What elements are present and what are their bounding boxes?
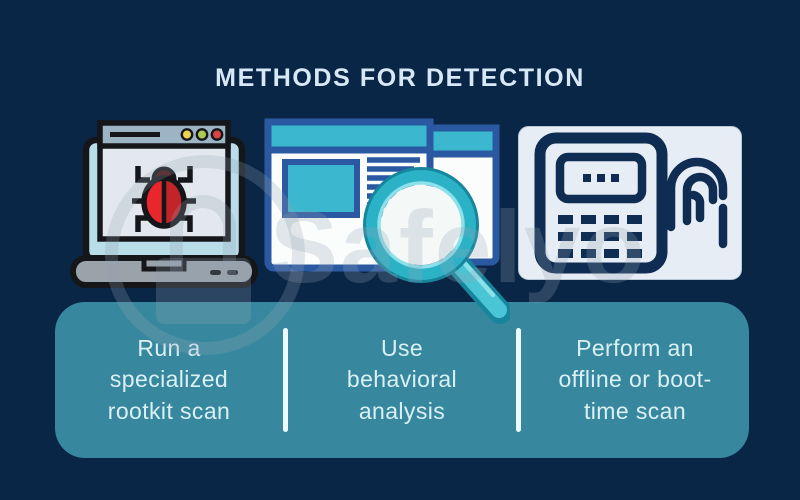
keypad-icon	[534, 132, 668, 274]
laptop-rootkit-scan-icon	[70, 120, 258, 288]
bug-icon	[132, 166, 196, 232]
keypad-fingerprint-icon	[518, 126, 742, 280]
method-line: analysis	[358, 397, 446, 424]
method-line: specialized	[109, 366, 229, 393]
method-behavioral-analysis: Use behavioral analysis	[288, 302, 516, 458]
page-title: METHODS FOR DETECTION	[215, 64, 585, 92]
method-line: Run a	[137, 334, 201, 361]
method-line: rootkit scan	[107, 397, 231, 424]
magnifier-icon	[363, 167, 510, 324]
method-line: Perform an	[576, 334, 694, 361]
divider	[283, 328, 288, 432]
method-line: time scan	[583, 397, 687, 424]
browser-magnifier-icon	[264, 118, 510, 324]
method-line: Use	[380, 334, 424, 361]
divider	[516, 328, 521, 432]
method-rootkit-scan: Run a specialized rootkit scan	[55, 302, 283, 458]
fingerprint-icon	[666, 157, 728, 249]
method-offline-scan: Perform an offline or boot- time scan	[521, 302, 749, 458]
method-line: offline or boot-	[558, 366, 712, 393]
methods-panel: Run a specialized rootkit scan Use behav…	[55, 302, 749, 458]
method-line: behavioral	[346, 366, 458, 393]
